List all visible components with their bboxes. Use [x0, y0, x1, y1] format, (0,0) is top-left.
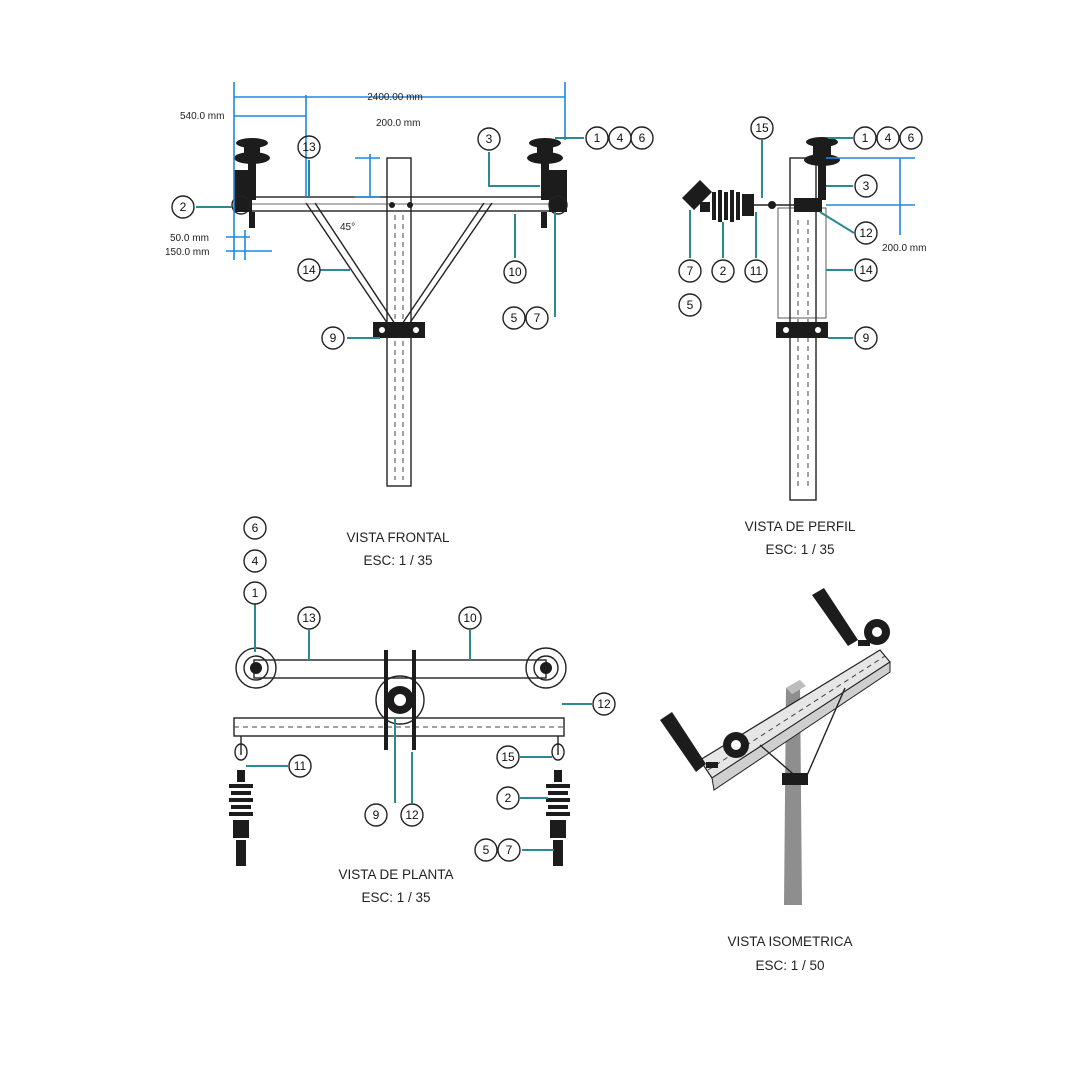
front-view-scale: ESC: 1 / 35	[363, 553, 432, 568]
plan-callout-12-center: 12	[405, 808, 419, 822]
dim-insulator-height: 200.0 mm	[376, 118, 420, 129]
plan-callout-15: 15	[501, 750, 515, 764]
dim-profile-height: 200.0 mm	[882, 243, 926, 254]
profile-callout-1: 1	[862, 131, 869, 145]
profile-brace	[777, 207, 827, 319]
iso-view-title: VISTA ISOMETRICA	[727, 934, 852, 949]
front-callout-7: 7	[534, 311, 541, 325]
profile-callout-9: 9	[863, 331, 870, 345]
plan-crossarm	[253, 659, 547, 679]
plan-callout-5: 5	[483, 843, 490, 857]
profile-pole-clamp	[776, 322, 828, 338]
profile-callout-6: 6	[908, 131, 915, 145]
plan-callout-6: 6	[252, 521, 259, 535]
front-callout-3: 3	[486, 132, 493, 146]
front-view: 2400.00 mm 540.0 mm 200.0 mm 50.0 mm 150…	[165, 82, 654, 568]
plan-string-right	[546, 736, 570, 866]
front-callout-10: 10	[508, 265, 522, 279]
profile-callout-2: 2	[720, 264, 727, 278]
front-callout-13: 13	[302, 140, 316, 154]
front-insulator-left	[231, 138, 270, 228]
plan-pole	[375, 675, 425, 725]
dim-edge-offset: 540.0 mm	[180, 111, 224, 122]
front-callout-9: 9	[330, 331, 337, 345]
front-pole-clamp	[373, 322, 425, 338]
profile-callout-3: 3	[863, 179, 870, 193]
profile-callout-15: 15	[755, 121, 769, 135]
profile-callout-7: 7	[687, 264, 694, 278]
plan-callout-4: 4	[252, 554, 259, 568]
profile-callout-12: 12	[859, 226, 873, 240]
front-callout-5: 5	[511, 311, 518, 325]
front-brace-left	[305, 202, 393, 331]
plan-callout-2: 2	[505, 791, 512, 805]
front-callout-4: 4	[617, 131, 624, 145]
front-callout-14: 14	[302, 263, 316, 277]
plan-callout-10: 10	[463, 611, 477, 625]
dim-small-a: 50.0 mm	[170, 233, 209, 244]
profile-callout-4: 4	[885, 131, 892, 145]
plan-callout-7: 7	[506, 843, 513, 857]
isometric-view: VISTA ISOMETRICA ESC: 1 / 50	[660, 588, 891, 973]
front-brace-right	[404, 202, 493, 331]
profile-callout-11: 11	[750, 264, 763, 278]
profile-view: 200.0 mm 15 1 4 6 3 12 7 5 2 11 14 9	[678, 116, 926, 557]
dim-overall-width: 2400.00 mm	[367, 92, 423, 103]
plan-view-title: VISTA DE PLANTA	[338, 867, 453, 882]
profile-view-title: VISTA DE PERFIL	[745, 519, 856, 534]
iso-string-left	[660, 712, 706, 772]
profile-callout-14: 14	[859, 263, 873, 277]
profile-suspension-string	[682, 180, 794, 222]
iso-string-right	[812, 588, 858, 646]
iso-view-scale: ESC: 1 / 50	[755, 958, 824, 973]
plan-string-left	[229, 736, 253, 866]
dim-small-b: 150.0 mm	[165, 247, 209, 258]
plan-callout-12-right: 12	[597, 697, 611, 711]
plan-callout-1: 1	[252, 586, 259, 600]
plan-view-scale: ESC: 1 / 35	[361, 890, 430, 905]
dim-angle: 45°	[340, 222, 355, 233]
profile-view-scale: ESC: 1 / 35	[765, 542, 834, 557]
plan-callout-9: 9	[373, 808, 380, 822]
front-view-title: VISTA FRONTAL	[346, 530, 450, 545]
profile-callout-5: 5	[687, 298, 694, 312]
plan-callout-13: 13	[302, 611, 316, 625]
plan-insulator-right	[525, 647, 567, 689]
front-callout-6: 6	[639, 131, 646, 145]
front-callout-2: 2	[180, 200, 187, 214]
front-callout-1: 1	[594, 131, 601, 145]
plan-view: 6 4 1 13 10 12 11 15 2 9 12 5 7 VISTA DE…	[229, 516, 616, 905]
plan-callout-11: 11	[294, 759, 307, 773]
front-insulator-right	[527, 138, 568, 228]
